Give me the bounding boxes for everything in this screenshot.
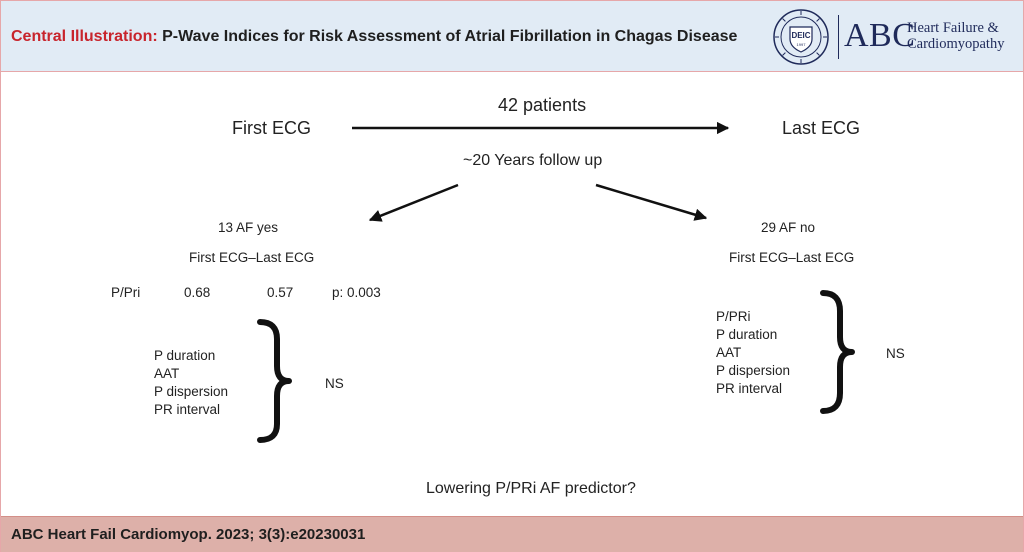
deic-seal-logo: DEIC 1997 (773, 9, 829, 65)
left-result-ns: NS (325, 376, 344, 391)
brand-divider (838, 15, 839, 59)
follow-up-label: ~20 Years follow up (463, 152, 603, 169)
title-text: P-Wave Indices for Risk Assessment of At… (157, 28, 738, 45)
list-item: P dispersion (716, 363, 791, 378)
list-item: AAT (154, 366, 180, 381)
list-item: PR interval (154, 402, 221, 417)
ppri-first-value: 0.68 (184, 285, 211, 300)
right-result-ns: NS (886, 346, 905, 361)
list-item: P dispersion (154, 384, 229, 399)
header: Central Illustration: P-Wave Indices for… (1, 1, 1023, 72)
left-brace (257, 319, 292, 443)
af-no-group: 29 AF no (761, 220, 816, 235)
left-branch-arrow (368, 183, 459, 222)
right-parameter-list: P/PRi P duration AAT P dispersion PR int… (716, 308, 790, 398)
brand-line-1: Heart Failure & (907, 20, 999, 36)
list-item: P duration (154, 348, 216, 363)
brand-subtitle: Heart Failure & Cardiomyopathy (907, 20, 1004, 52)
predictor-question: Lowering P/PRi AF predictor? (426, 480, 636, 497)
seal-text: DEIC (791, 31, 810, 40)
left-compare-label: First ECG–Last ECG (189, 250, 315, 265)
right-compare-label: First ECG–Last ECG (729, 250, 855, 265)
list-item: P duration (716, 327, 778, 342)
list-item: P/PRi (716, 309, 751, 324)
ppri-last-value: 0.57 (267, 285, 294, 300)
list-item: PR interval (716, 381, 783, 396)
brand-abc: ABC (844, 17, 916, 54)
ppri-label: P/Pri (111, 285, 141, 300)
first-ecg-label: First ECG (232, 118, 311, 138)
brand-line-2: Cardiomyopathy (907, 36, 1005, 52)
ppri-p-value: p: 0.003 (332, 285, 381, 300)
left-parameter-list: P duration AAT P dispersion PR interval (154, 347, 228, 419)
citation: ABC Heart Fail Cardiomyop. 2023; 3(3):e2… (11, 526, 366, 543)
patients-label: 42 patients (498, 95, 587, 115)
footer: ABC Heart Fail Cardiomyop. 2023; 3(3):e2… (1, 516, 1023, 552)
list-item: AAT (716, 345, 742, 360)
figure-title: Central Illustration: P-Wave Indices for… (11, 28, 737, 46)
af-yes-group: 13 AF yes (218, 220, 279, 235)
right-brace (820, 290, 855, 414)
title-lead: Central Illustration: (11, 28, 158, 45)
seal-year: 1997 (797, 42, 807, 47)
right-branch-arrow (595, 183, 708, 221)
last-ecg-label: Last ECG (782, 118, 861, 138)
